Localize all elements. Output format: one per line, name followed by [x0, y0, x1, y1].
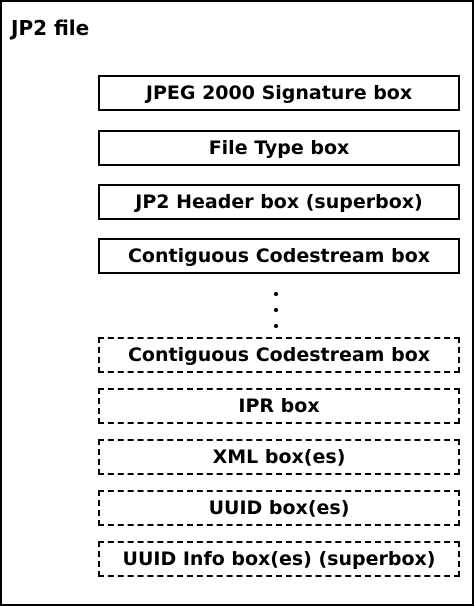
- codestream-box-optional: Contiguous Codestream box: [98, 337, 460, 373]
- codestream-box-1: Contiguous Codestream box: [98, 238, 460, 274]
- signature-box: JPEG 2000 Signature box: [98, 75, 460, 111]
- uuid-box: UUID box(es): [98, 490, 460, 526]
- file-type-box: File Type box: [98, 130, 460, 166]
- jp2-header-box: JP2 Header box (superbox): [98, 184, 460, 220]
- xml-box: XML box(es): [98, 439, 460, 475]
- diagram-title: JP2 file: [11, 16, 90, 40]
- uuid-info-box: UUID Info box(es) (superbox): [98, 541, 460, 577]
- ellipsis-vertical-icon: [268, 292, 284, 328]
- ipr-box: IPR box: [98, 388, 460, 424]
